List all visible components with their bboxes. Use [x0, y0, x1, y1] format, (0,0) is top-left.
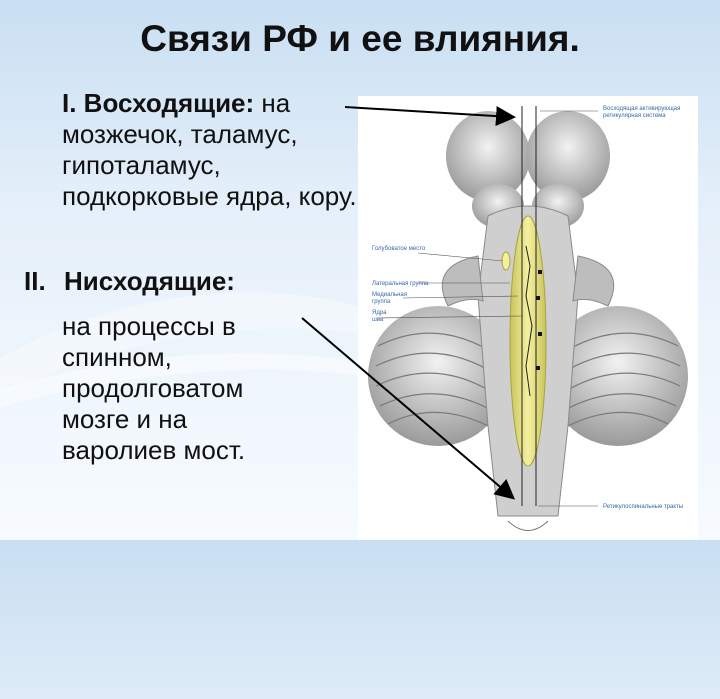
label-aras-2: ретикулярная система [603, 113, 666, 119]
label-raphe-1: Ядра [372, 310, 387, 316]
label-medial-2: группа [372, 299, 391, 305]
label-reticulospinal: Ретикулоспинальные тракты [603, 504, 683, 510]
ascending-heading: I. Восходящие: [62, 88, 255, 118]
descending-text: на процессы в спинном, продолговатом моз… [62, 311, 246, 465]
label-aras-1: Восходящая активирующая [603, 106, 680, 112]
label-lateral: Латеральная группа [372, 281, 429, 287]
label-locus: Голубоватое место [372, 246, 426, 252]
descending-number: II. [24, 266, 46, 296]
label-raphe-2: шва [372, 317, 384, 323]
label-medial-1: Медиальная [372, 292, 407, 298]
slide-title: Связи РФ и ее влияния. [140, 18, 580, 59]
descending-heading: Нисходящие: [64, 266, 235, 296]
ascending-text: на мозжечок, таламус, гипоталамус, подко… [62, 88, 357, 211]
ascending-paragraph: I. Восходящие: на мозжечок, таламус, гип… [62, 88, 362, 212]
descending-heading-line: II. Нисходящие: [24, 266, 324, 297]
brainstem-figure: Восходящая активирующая ретикулярная сис… [358, 96, 698, 540]
